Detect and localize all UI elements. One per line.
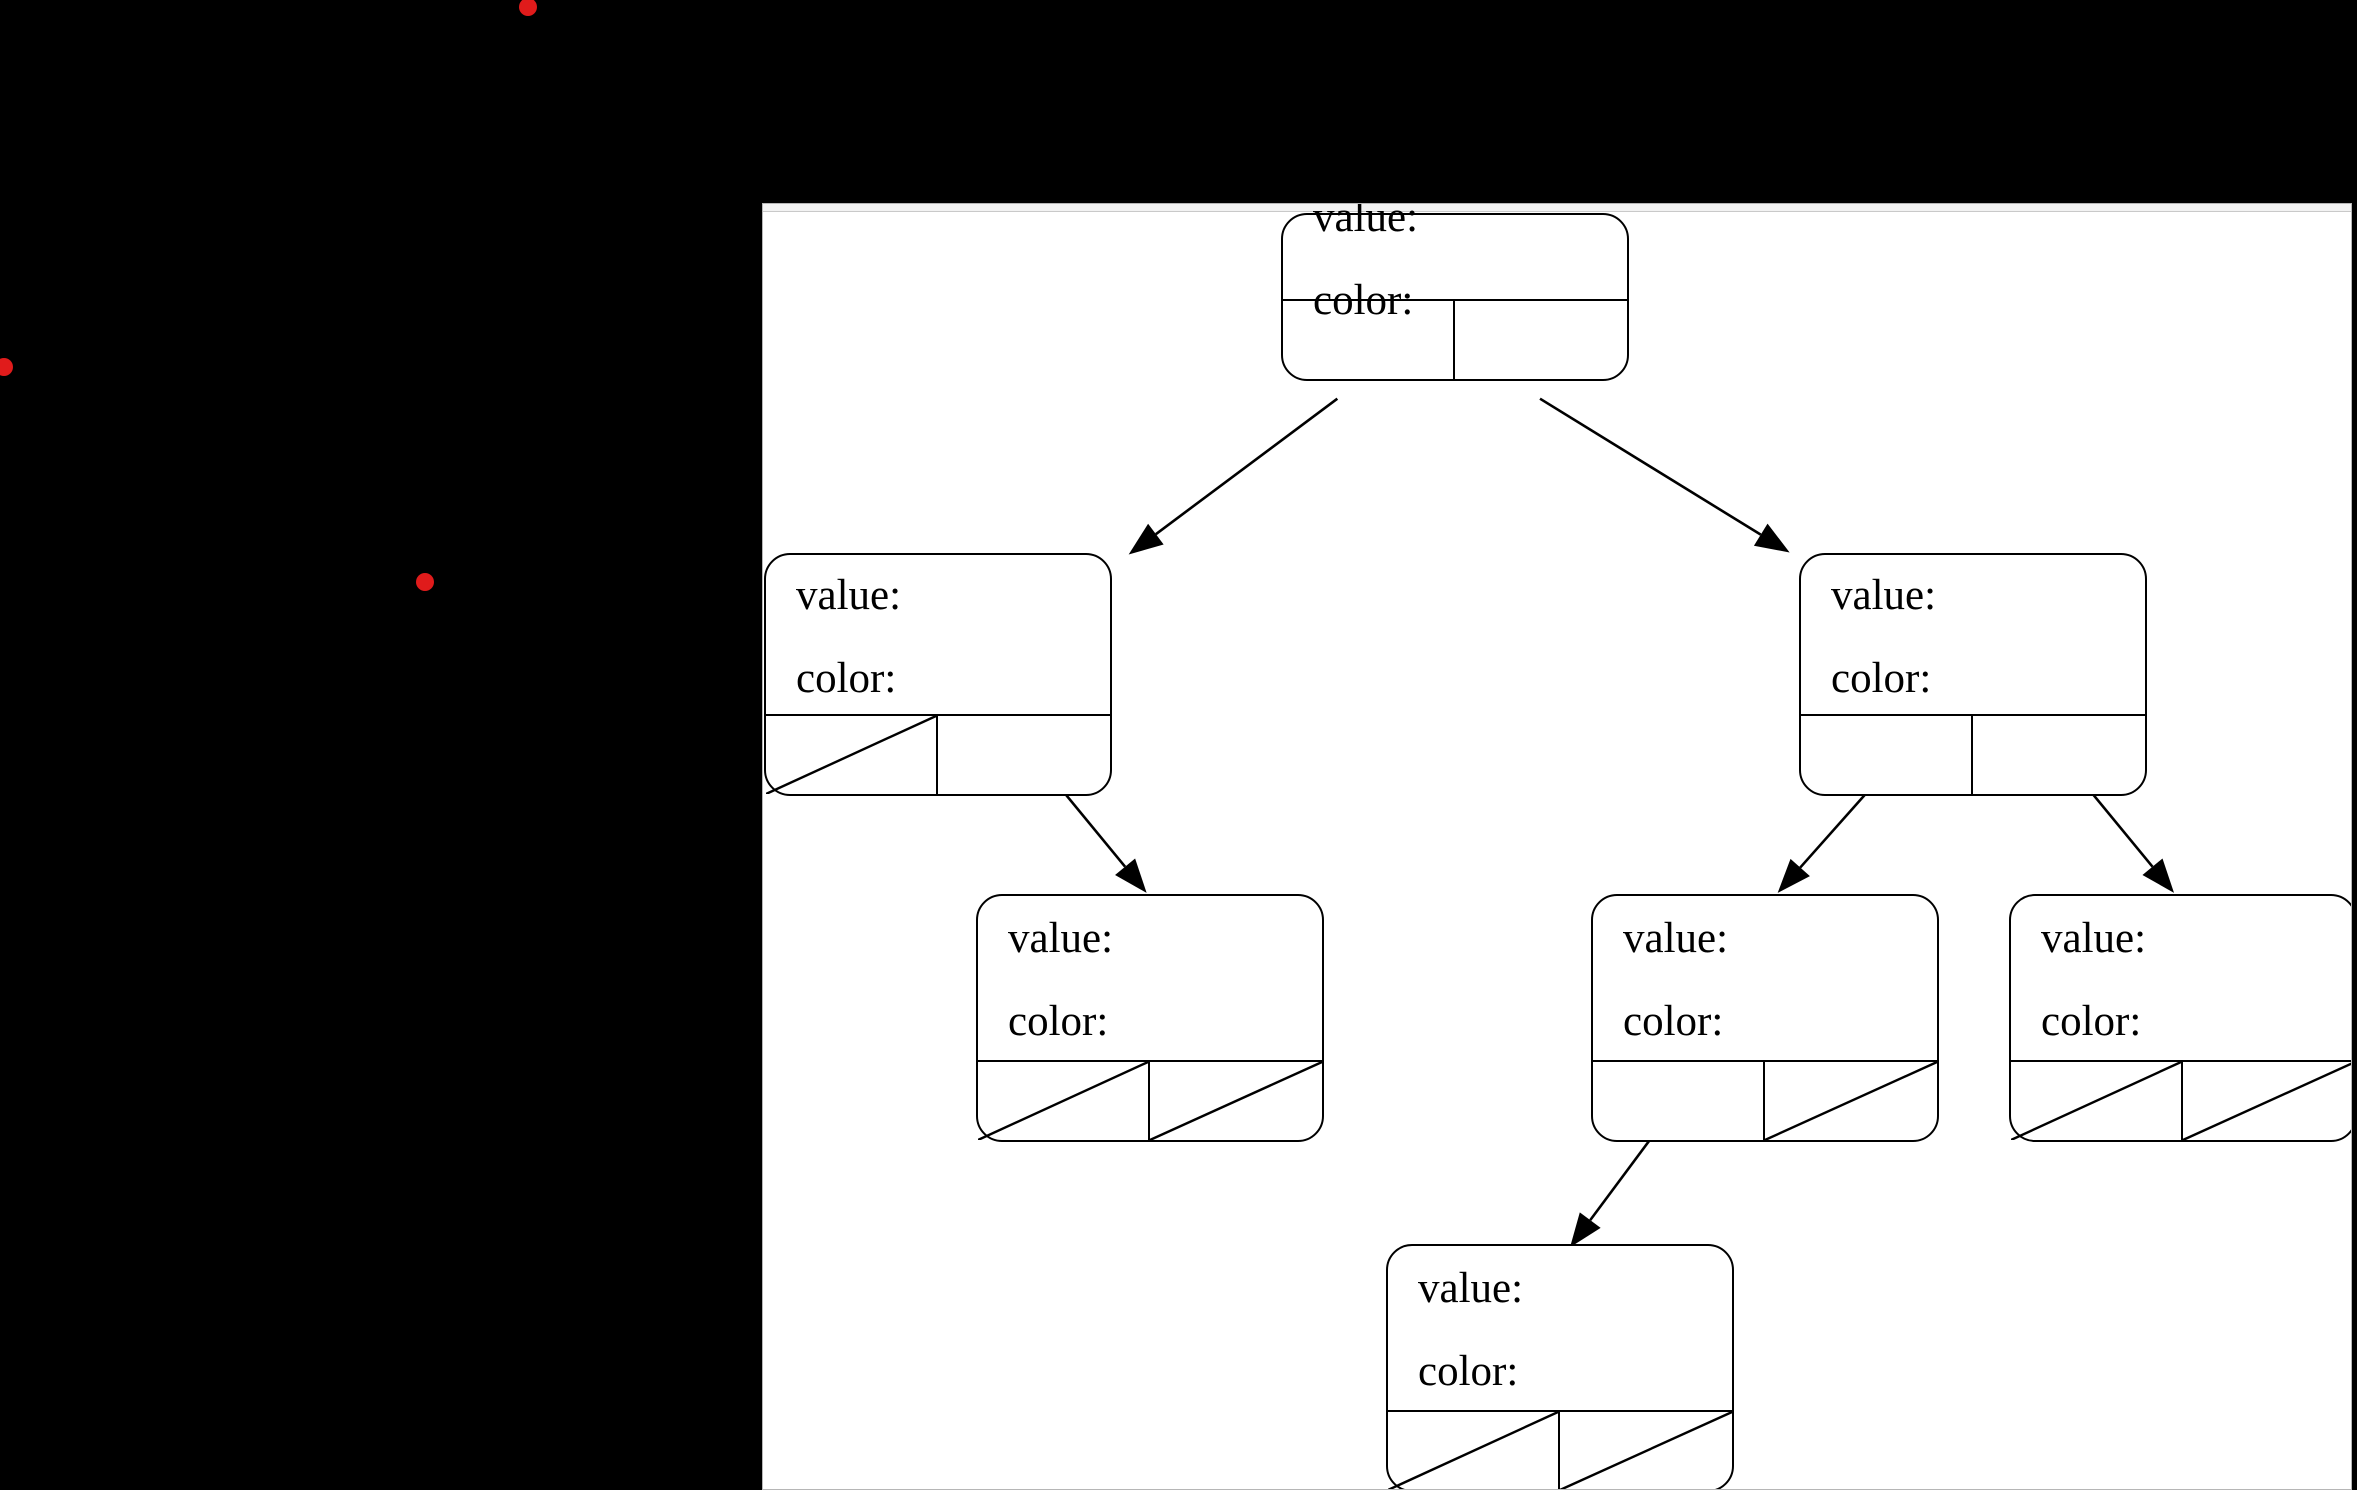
node-pointer-row [766, 714, 1110, 794]
panel-header-strip [763, 204, 2351, 212]
node-value-label: value: [1831, 571, 1937, 619]
node-pointer-cell-left[interactable] [978, 1062, 1150, 1140]
node-fields: value: color: [978, 896, 1322, 1064]
tree-node-right-right[interactable]: value: color: [2009, 894, 2352, 1142]
node-pointer-cell-right[interactable] [1973, 716, 2145, 794]
node-pointer-row [978, 1060, 1322, 1140]
marker-dot-middle [416, 573, 434, 591]
node-fields: value: color: [1388, 1246, 1732, 1414]
edge-arrowhead-icon [1753, 523, 1790, 553]
null-pointer-slash-icon [2183, 1062, 2352, 1140]
null-pointer-slash-icon [2011, 1062, 2181, 1140]
node-fields: value: color: [2011, 896, 2351, 1064]
tree-node-left[interactable]: value: color: [764, 553, 1112, 796]
node-pointer-cell-right[interactable] [1560, 1412, 1732, 1490]
edge-arrowhead-icon [1128, 523, 1164, 555]
node-pointer-row [1593, 1060, 1937, 1140]
node-pointer-cell-left[interactable] [1388, 1412, 1560, 1490]
node-pointer-cell-left[interactable] [1283, 301, 1455, 379]
null-pointer-slash-icon [1560, 1412, 1732, 1490]
null-pointer-slash-icon [1765, 1062, 1937, 1140]
node-value-label: value: [1313, 203, 1419, 241]
node-pointer-cell-left[interactable] [2011, 1062, 2183, 1140]
marker-dot-left [0, 358, 13, 376]
document-viewer-panel[interactable]: value: color: value: color: value: color: valu… [762, 203, 2352, 1490]
node-pointer-cell-right[interactable] [2183, 1062, 2352, 1140]
edge-arrowhead-icon [1115, 858, 1147, 893]
node-color-label: color: [1623, 998, 1724, 1045]
edge-arrowhead-icon [2142, 858, 2175, 893]
null-pointer-slash-icon [1150, 1062, 1322, 1140]
node-pointer-cell-right[interactable] [938, 716, 1110, 794]
node-value-label: value: [1418, 1265, 1524, 1312]
node-pointer-cell-right[interactable] [1455, 301, 1627, 379]
node-value-label: value: [1623, 915, 1729, 962]
node-pointer-row [1801, 714, 2145, 794]
node-color-label: color: [1831, 654, 1932, 702]
node-value-label: value: [2041, 915, 2147, 962]
node-value-label: value: [796, 571, 902, 619]
node-pointer-row [1283, 299, 1627, 379]
marker-dot-top [519, 0, 537, 16]
null-pointer-slash-icon [766, 716, 936, 794]
tree-node-right[interactable]: value: color: [1799, 553, 2147, 796]
node-pointer-row [2011, 1060, 2352, 1140]
edge-arrowhead-icon [1777, 858, 1810, 893]
tree-diagram-canvas: value: color: value: color: value: color: valu… [763, 204, 2351, 1489]
node-fields: value: color: [1801, 555, 2145, 718]
tree-node-right-left[interactable]: value: color: [1591, 894, 1939, 1142]
null-pointer-slash-icon [1388, 1412, 1558, 1490]
edge-arrowhead-icon [1569, 1212, 1601, 1248]
tree-node-left-right[interactable]: value: color: [976, 894, 1324, 1142]
tree-node-root[interactable]: value:color: [1281, 204, 1629, 381]
edge-root-to-right [1539, 397, 1790, 553]
edge-root-to-left [1128, 397, 1339, 555]
node-value-label: value: [1008, 915, 1114, 962]
node-color-label: color: [1008, 998, 1109, 1045]
node-pointer-cell-left[interactable] [766, 716, 938, 794]
node-pointer-cell-left[interactable] [1593, 1062, 1765, 1140]
node-fields: value: color: [1593, 896, 1937, 1064]
node-pointer-cell-left[interactable] [1801, 716, 1973, 794]
tree-node-deep[interactable]: value: color: [1386, 1244, 1734, 1490]
node-pointer-cell-right[interactable] [1765, 1062, 1937, 1140]
node-color-label: color: [2041, 998, 2142, 1045]
node-color-label: color: [796, 654, 897, 702]
null-pointer-slash-icon [978, 1062, 1148, 1140]
node-color-label: color: [1418, 1348, 1519, 1395]
node-fields: value: color: [766, 555, 1110, 718]
node-pointer-cell-right[interactable] [1150, 1062, 1322, 1140]
node-fields: value:color: [1283, 204, 1627, 322]
node-pointer-row [1388, 1410, 1732, 1490]
